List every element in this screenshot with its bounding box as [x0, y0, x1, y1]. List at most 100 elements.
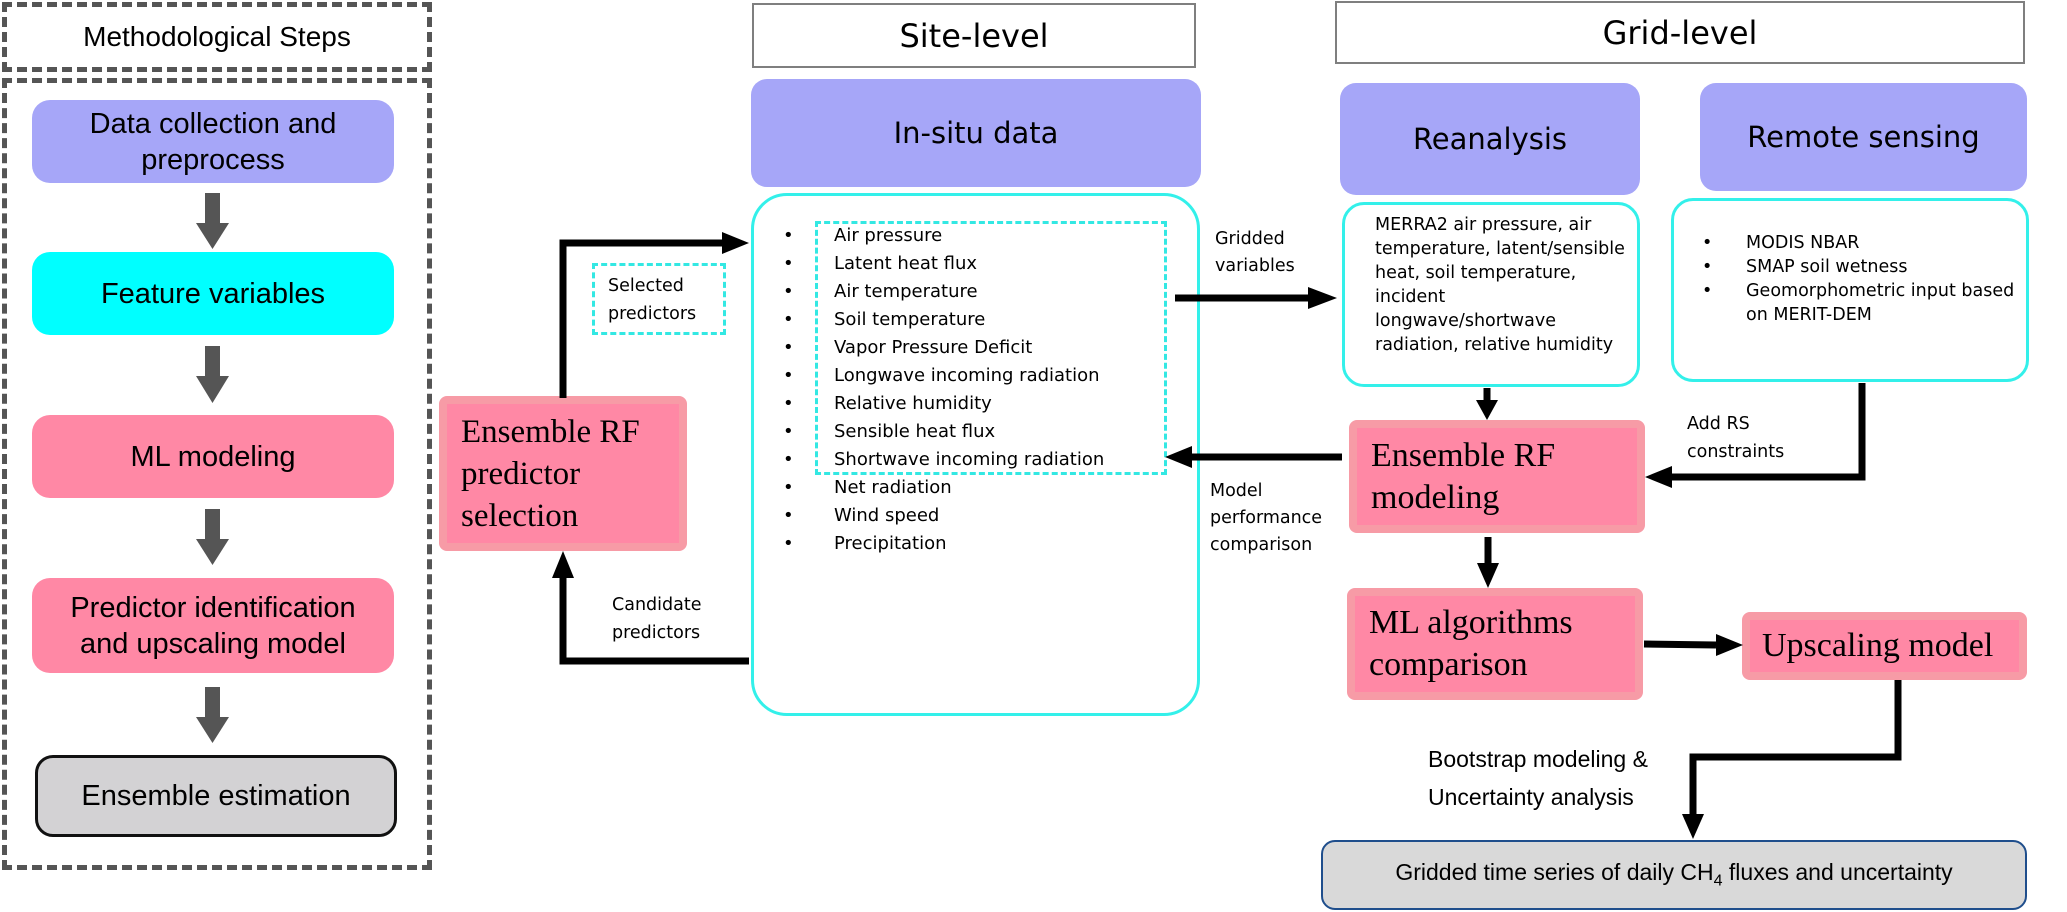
arrowhead-icon [1716, 634, 1743, 656]
upscaling-model-label: Upscaling model [1750, 620, 2019, 672]
gridded-variables-label: Gridded variables [1215, 226, 1315, 280]
bullet-icon: • [783, 365, 794, 386]
step-label: ML modeling [130, 440, 296, 473]
remote-sensing-label: Geomorphometric input based on MERIT-DEM [1746, 281, 2015, 325]
variable-label: Latent heat flux [834, 253, 978, 274]
model-performance-label: Model performance comparison [1210, 478, 1330, 559]
variable-label: Vapor Pressure Deficit [834, 337, 1033, 358]
arrowhead-icon [1308, 287, 1337, 309]
bootstrap-line-2: Uncertainty analysis [1428, 784, 1634, 810]
gridded-ch4-output-label: Gridded time series of daily CH4 fluxes … [1395, 859, 1952, 891]
site-level-header: Site-level [752, 3, 1196, 68]
variable-label: Longwave incoming radiation [834, 365, 1100, 386]
methodological-steps-title: Methodological Steps [83, 21, 351, 52]
selected-variable-item: • Sensible heat flux [759, 418, 1179, 446]
variable-label: Net radiation [834, 477, 952, 498]
bullet-icon: • [783, 253, 794, 274]
variable-label: Air pressure [834, 225, 943, 246]
bullet-icon: • [783, 421, 794, 442]
bullet-icon: • [1702, 233, 1713, 253]
step-ml-modeling: ML modeling [32, 415, 394, 498]
remote-sensing-label: MODIS NBAR [1746, 233, 1860, 253]
selected-variable-item: •Shortwave incoming radiation [759, 446, 1179, 474]
grid-level-title: Grid-level [1602, 13, 1758, 52]
step-feature-variables: Feature variables [32, 252, 394, 335]
arrowhead-icon [1477, 563, 1499, 588]
step-label: Feature variables [100, 277, 326, 310]
ensemble-rf-predictor-selection-box: Ensemble RF predictor selection [439, 396, 687, 551]
variable-label: Wind speed [834, 505, 940, 526]
variable-label: Precipitation [834, 533, 947, 554]
output-prefix: Gridded time series of daily CH [1395, 859, 1714, 886]
step-label: Data collection and preprocess [89, 107, 337, 176]
upscaling-model-box: Upscaling model [1742, 612, 2027, 680]
bullet-icon: • [783, 505, 794, 526]
ensemble-rf-modeling-label: Ensemble RF modeling [1357, 428, 1637, 525]
reanalysis-header: Reanalysis [1340, 83, 1640, 195]
arrowhead-icon [722, 232, 749, 254]
variable-label: Relative humidity [834, 393, 992, 414]
reanalysis-variables-text: MERRA2 air pressure, air temperature, la… [1375, 215, 1625, 355]
remote-sensing-label: SMAP soil wetness [1746, 257, 1908, 277]
reanalysis-variables-box: MERRA2 air pressure, air temperature, la… [1342, 202, 1640, 387]
remote-sensing-title: Remote sensing [1747, 120, 1980, 154]
ensemble-rf-predictor-selection-label: Ensemble RF predictor selection [447, 404, 679, 543]
bullet-icon: • [783, 225, 794, 246]
remote-sensing-header: Remote sensing [1700, 83, 2027, 191]
remote-sensing-item: •Geomorphometric input based on MERIT-DE… [1674, 279, 2026, 327]
step-predictor-identification: Predictor identification and upscaling m… [32, 578, 394, 673]
ml-algorithms-comparison-label: ML algorithms comparison [1355, 596, 1635, 692]
ensemble-rf-modeling-box: Ensemble RF modeling [1349, 420, 1645, 533]
selected-variable-item: • Air pressure [759, 222, 1179, 250]
arrowhead-icon [1476, 400, 1498, 420]
comparison-to-upscaling-arrow [1643, 640, 1717, 649]
bullet-icon: • [783, 477, 794, 498]
bullet-icon: • [783, 533, 794, 554]
remote-sensing-variables-box: • MODIS NBAR • SMAP soil wetness•Geomorphom… [1671, 198, 2029, 382]
bullet-icon: • [783, 309, 794, 330]
output-suffix: fluxes and uncertainty [1722, 859, 1953, 886]
in-situ-variable-list: • Air pressure • Latent heat flux •Air tempe… [759, 222, 1179, 558]
step-data-collection: Data collection and preprocess [32, 100, 394, 183]
gridded-ch4-output-box: Gridded time series of daily CH4 fluxes … [1321, 840, 2027, 910]
selected-variable-item: • Latent heat flux [759, 250, 1179, 278]
bootstrap-label: Bootstrap modeling & Uncertainty analysi… [1428, 740, 1708, 816]
candidate-predictors-label: Candidate predictors [612, 591, 722, 647]
bullet-icon: • [783, 281, 794, 302]
selected-variable-item: • Vapor Pressure Deficit [759, 334, 1179, 362]
model-performance-text: Model performance comparison [1210, 481, 1323, 555]
selected-predictors-label-box: Selected predictors [592, 263, 726, 335]
ml-algorithms-comparison-box: ML algorithms comparison [1347, 588, 1643, 700]
bullet-icon: • [783, 337, 794, 358]
variable-item: • Wind speed [759, 502, 1179, 530]
selected-variable-item: • Relative humidity [759, 390, 1179, 418]
selected-variable-item: • Soil temperature [759, 306, 1179, 334]
remote-sensing-variable-list: • MODIS NBAR • SMAP soil wetness•Geomorphom… [1674, 231, 2026, 327]
variable-label: Shortwave incoming radiation [834, 449, 1105, 470]
bootstrap-line-1: Bootstrap modeling & [1428, 746, 1648, 772]
step-label: Ensemble estimation [81, 780, 351, 812]
selected-variable-item: •Air temperature [759, 278, 1179, 306]
arrowhead-icon [1682, 814, 1704, 839]
arrowhead-icon [552, 551, 574, 578]
variable-item: • Precipitation [759, 530, 1179, 558]
bullet-icon: • [1702, 257, 1713, 277]
variable-label: Sensible heat flux [834, 421, 996, 442]
in-situ-data-title: In-situ data [893, 116, 1059, 150]
add-rs-constraints-text: Add RS constraints [1687, 414, 1785, 462]
candidate-predictors-text: Candidate predictors [612, 595, 702, 643]
add-rs-constraints-label: Add RS constraints [1687, 410, 1807, 466]
methodological-steps-panel [2, 78, 432, 870]
in-situ-data-header: In-situ data [751, 79, 1201, 187]
step-ensemble-estimation: Ensemble estimation [35, 755, 397, 837]
remote-sensing-item: • MODIS NBAR [1674, 231, 2026, 255]
in-situ-variables-box [751, 193, 1200, 716]
selected-predictors-label: Selected predictors [608, 276, 697, 324]
remote-sensing-item: • SMAP soil wetness [1674, 255, 2026, 279]
bootstrap-arrow [1689, 680, 1902, 815]
reanalysis-title: Reanalysis [1412, 122, 1568, 156]
variable-item: • Net radiation [759, 474, 1179, 502]
bullet-icon: • [783, 393, 794, 414]
step-label: Predictor identification and upscaling m… [70, 591, 356, 660]
variable-label: Soil temperature [834, 309, 986, 330]
